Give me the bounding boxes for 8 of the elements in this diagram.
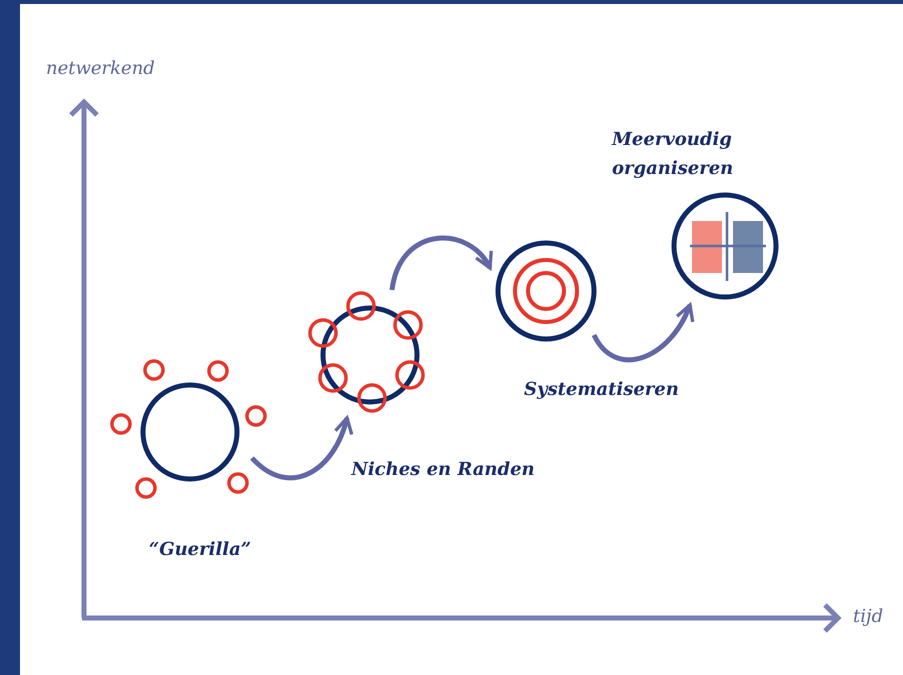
axis-label: tijd — [853, 605, 884, 629]
stage-label: “Guerilla” — [148, 538, 252, 562]
stage-label: Systematiseren — [524, 378, 680, 402]
curved-arrow — [592, 303, 694, 362]
curved-arrow — [250, 416, 352, 480]
axis-label: netwerkend — [46, 57, 155, 81]
stage-label: Meervoudig organiseren — [612, 128, 734, 181]
stage-label: Niches en Randen — [350, 458, 536, 482]
